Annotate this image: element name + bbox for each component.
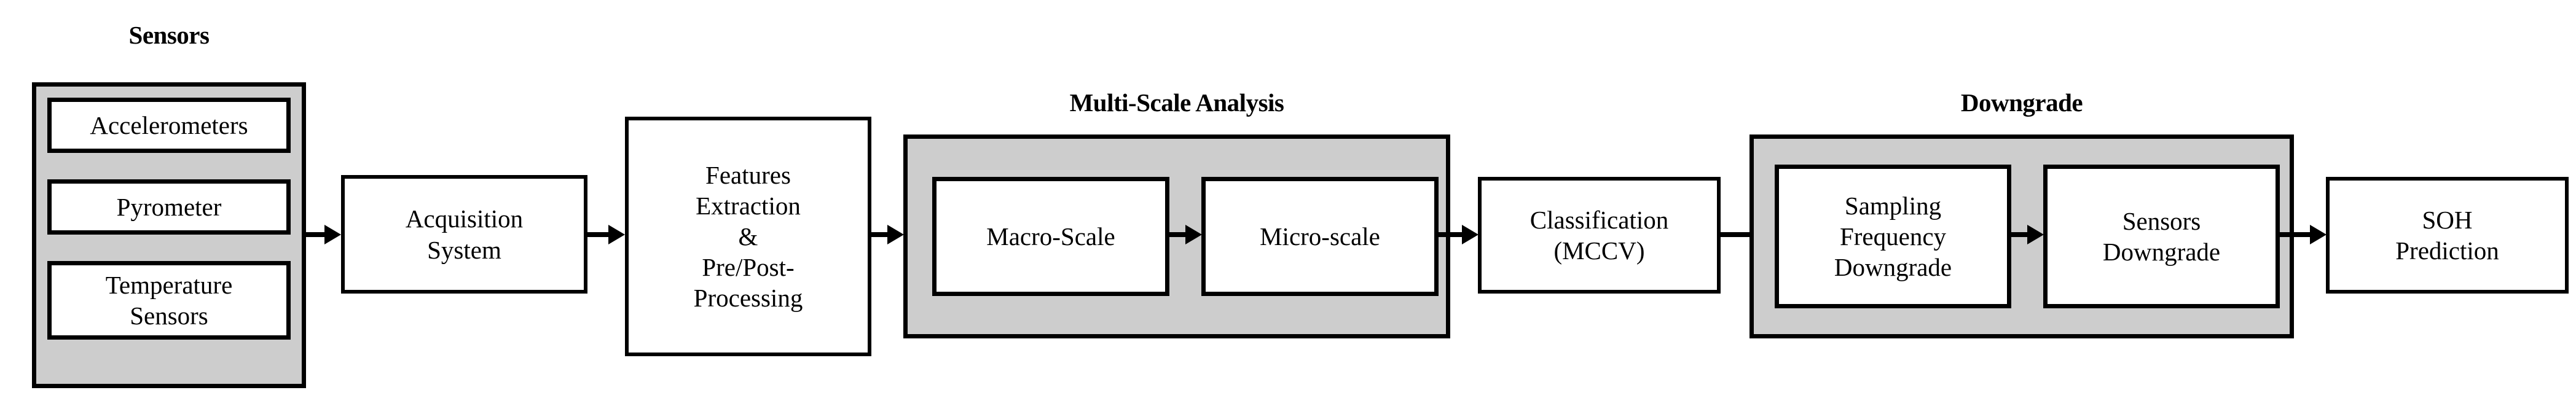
node-acquisition-system[interactable]: Acquisition System [341,175,587,294]
group-heading-sensors: Sensors [128,21,210,49]
group-heading-downgrade: Downgrade [1960,88,2083,117]
node-temperature-sensors-label: Temperature Sensors [105,270,233,330]
node-micro-scale[interactable]: Micro-scale [1201,177,1439,296]
node-macro-scale-label: Macro-Scale [986,222,1115,251]
node-pyrometer-label: Pyrometer [116,192,222,221]
node-sampling-frequency-downgrade-label: Sampling Frequency Downgrade [1834,191,1952,281]
node-features-extraction[interactable]: Features Extraction & Pre/Post- Processi… [625,117,871,356]
node-accelerometers-label: Accelerometers [90,111,248,139]
node-temperature-sensors[interactable]: Temperature Sensors [47,261,291,340]
node-sampling-frequency-downgrade[interactable]: Sampling Frequency Downgrade [1775,165,2011,308]
node-features-extraction-label: Features Extraction & Pre/Post- Processi… [693,160,803,313]
group-heading-multi-scale-analysis: Multi-Scale Analysis [1069,88,1284,117]
node-sensors-downgrade[interactable]: Sensors Downgrade [2043,165,2280,308]
node-pyrometer[interactable]: Pyrometer [47,179,291,235]
node-soh-prediction[interactable]: SOH Prediction [2326,177,2569,294]
node-micro-scale-label: Micro-scale [1260,222,1380,251]
node-classification[interactable]: Classification (MCCV) [1478,177,1721,294]
node-soh-prediction-label: SOH Prediction [2395,205,2499,265]
node-macro-scale[interactable]: Macro-Scale [932,177,1169,296]
node-classification-label: Classification (MCCV) [1530,205,1669,265]
node-sensors-downgrade-label: Sensors Downgrade [2102,206,2221,266]
node-acquisition-system-label: Acquisition System [405,205,524,264]
node-accelerometers[interactable]: Accelerometers [47,98,291,153]
